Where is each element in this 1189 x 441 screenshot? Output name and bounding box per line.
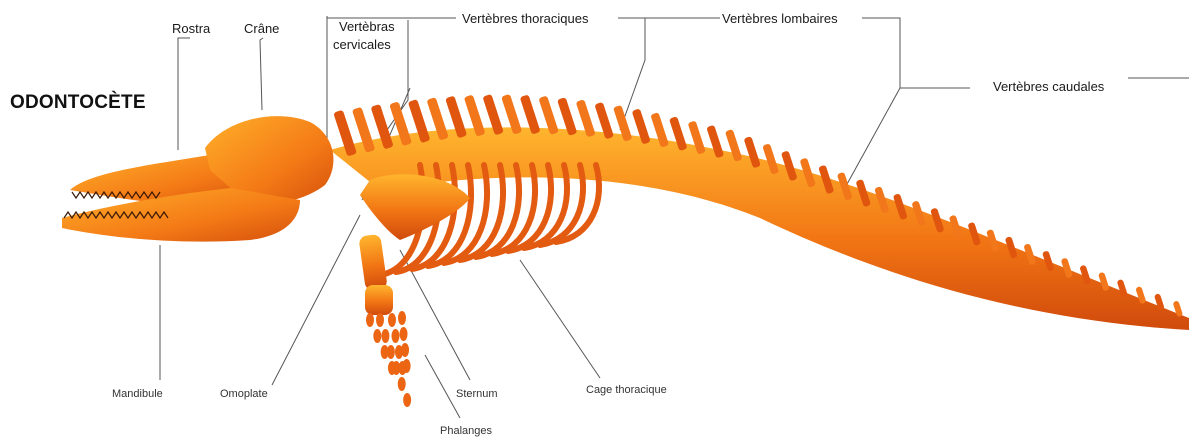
- phalanx: [401, 343, 409, 357]
- label-phalanges: Phalanges: [440, 426, 492, 437]
- phalanx: [398, 377, 406, 391]
- label-omoplate: Omoplate: [220, 389, 268, 400]
- phalanx: [388, 313, 396, 327]
- leader-thoraciques-bracket: [327, 18, 1189, 88]
- spine-body: [330, 127, 1189, 330]
- leader-lines: [160, 16, 1189, 418]
- leader-crane: [260, 38, 263, 110]
- phalanx: [381, 329, 389, 343]
- phalanx: [387, 345, 395, 359]
- label-vertebres-thoraciques: Vertèbres thoraciques: [462, 12, 588, 25]
- leader-rostra: [178, 38, 190, 150]
- phalanx: [366, 313, 374, 327]
- leader-omoplate: [272, 215, 360, 385]
- phalanx: [398, 311, 406, 325]
- label-sternum: Sternum: [456, 389, 498, 400]
- label-crane: Crâne: [244, 22, 279, 35]
- label-vertebres-cervicales-line1: Vertèbras: [339, 20, 395, 33]
- label-mandibule: Mandibule: [112, 389, 163, 400]
- skull: [62, 116, 333, 242]
- label-vertebres-cervicales-line2: cervicales: [333, 38, 391, 51]
- phalanx: [403, 359, 411, 373]
- phalanx: [400, 327, 408, 341]
- phalanges-bones: [366, 311, 411, 407]
- phalanx: [403, 393, 411, 407]
- label-vertebres-lombaires: Vertèbres lombaires: [722, 12, 838, 25]
- phalanx: [391, 329, 399, 343]
- label-rostra: Rostra: [172, 22, 210, 35]
- leader-phalanges: [425, 355, 460, 418]
- diagram-title: ODONTOCÈTE: [10, 93, 146, 112]
- label-vertebres-caudales: Vertèbres caudales: [993, 80, 1104, 93]
- label-cage-thoracique: Cage thoracique: [586, 385, 667, 396]
- phalanx: [373, 329, 381, 343]
- phalanx: [376, 313, 384, 327]
- leader-cage: [520, 260, 600, 378]
